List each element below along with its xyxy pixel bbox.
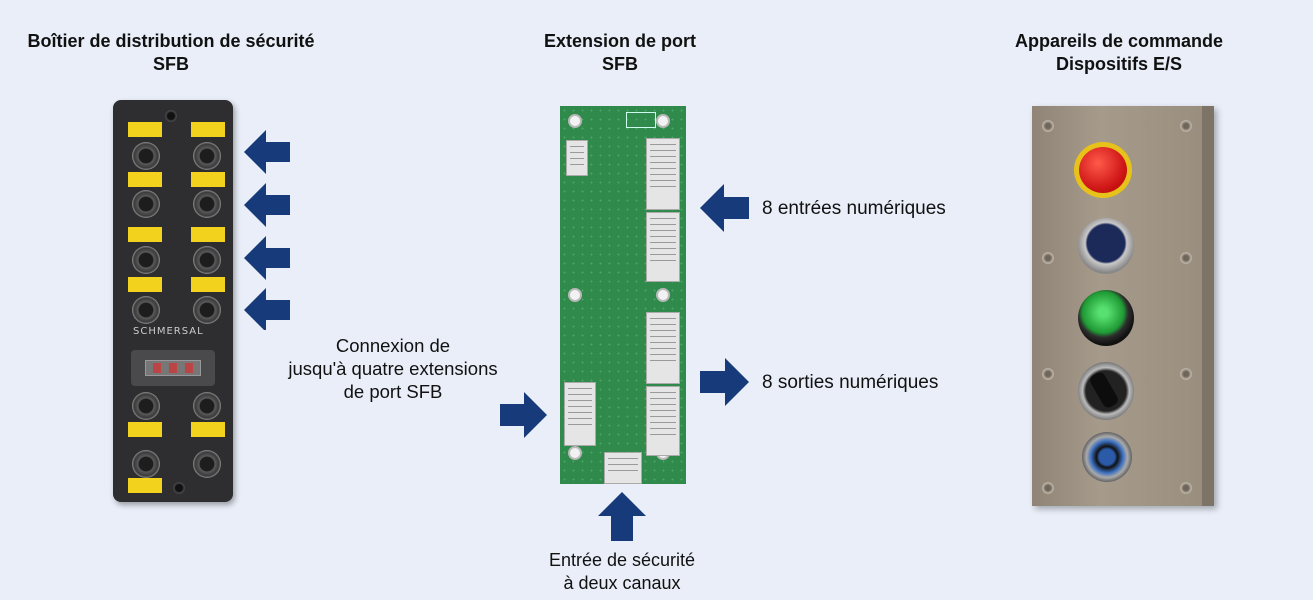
digital-inputs-label: 8 entrées numériques xyxy=(762,198,946,219)
arrow-right-icon xyxy=(700,358,749,406)
m12-connector-icon xyxy=(132,190,160,218)
safety-input-caption: Entrée de sécurité à deux canaux xyxy=(512,549,732,595)
green-indicator-light-icon xyxy=(1078,290,1134,346)
arrow-left-icon xyxy=(244,183,290,227)
connection-caption-line3: de port SFB xyxy=(343,381,443,402)
m12-connector-icon xyxy=(193,392,221,420)
safety-input-arrow xyxy=(598,492,646,541)
control-device-box-image xyxy=(1032,106,1214,506)
mounting-hole xyxy=(568,114,582,128)
yellow-label xyxy=(191,227,225,242)
sfb-box-title-line2: SFB xyxy=(153,54,189,74)
sfb-box-title: Boîtier de distribution de sécurité SFB xyxy=(0,30,342,76)
screw-icon xyxy=(1180,252,1192,264)
digital-outputs-arrow xyxy=(700,358,749,406)
arrow-left-icon xyxy=(244,288,290,330)
sfb-input-arrows xyxy=(244,130,290,330)
port-extension-pcb-image xyxy=(560,106,686,484)
sfb-distribution-box-image: SCHMERSAL xyxy=(113,100,233,502)
mounting-hole xyxy=(568,446,582,460)
connection-caption: Connexion de jusqu'à quatre extensions d… xyxy=(262,334,524,403)
control-devices-title-line2: Dispositifs E/S xyxy=(1055,54,1183,74)
yellow-label xyxy=(191,277,225,292)
sfb-box-title-line1: Boîtier de distribution de sécurité xyxy=(27,31,315,51)
m12-connector-icon xyxy=(193,142,221,170)
port-extension-title: Extension de port SFB xyxy=(500,30,740,76)
screw-icon xyxy=(1042,368,1054,380)
yellow-label xyxy=(191,122,225,137)
yellow-label xyxy=(128,277,162,292)
safety-input-caption-line1: Entrée de sécurité xyxy=(548,550,696,570)
arrow-right-icon xyxy=(500,392,547,438)
illuminated-pushbutton-icon xyxy=(1082,432,1132,482)
port-extension-title-line2: SFB xyxy=(602,54,638,74)
digital-inputs-arrow xyxy=(700,184,749,232)
brand-label: SCHMERSAL xyxy=(133,326,204,337)
m12-connector-icon xyxy=(132,142,160,170)
m12-connector-icon xyxy=(193,246,221,274)
control-devices-title-line1: Appareils de commande xyxy=(1014,31,1224,51)
m12-connector-icon xyxy=(193,296,221,324)
yellow-label xyxy=(128,227,162,242)
arrow-left-icon xyxy=(244,236,290,280)
mounting-hole xyxy=(568,288,582,302)
arrow-left-icon xyxy=(244,130,290,174)
top-screw-icon xyxy=(165,110,177,122)
terminal-block xyxy=(564,382,596,446)
bottom-screw-icon xyxy=(173,482,185,494)
safety-terminal-block xyxy=(604,452,642,484)
safety-input-caption-line2: à deux canaux xyxy=(563,573,681,593)
digital-outputs-label: 8 sorties numériques xyxy=(762,372,939,393)
screw-icon xyxy=(1042,482,1054,494)
terminal-block xyxy=(646,312,680,384)
screw-icon xyxy=(1180,368,1192,380)
screw-icon xyxy=(1180,120,1192,132)
port-connector-panel xyxy=(131,350,215,386)
arrow-up-icon xyxy=(598,492,646,541)
yellow-label xyxy=(128,172,162,187)
selector-switch-icon xyxy=(1078,362,1134,420)
terminal-block xyxy=(566,140,588,176)
chip-outline xyxy=(626,112,656,128)
connection-caption-line2: jusqu'à quatre extensions xyxy=(288,358,498,379)
connection-caption-line1: Connexion de xyxy=(335,335,451,356)
screw-icon xyxy=(1042,120,1054,132)
screw-icon xyxy=(1042,252,1054,264)
emergency-stop-button-icon xyxy=(1074,142,1132,198)
m12-connector-icon xyxy=(193,450,221,478)
m12-connector-icon xyxy=(132,246,160,274)
yellow-label xyxy=(191,172,225,187)
blue-pushbutton-icon xyxy=(1078,218,1134,274)
mounting-hole xyxy=(656,288,670,302)
terminal-block xyxy=(646,386,680,456)
connection-arrow xyxy=(500,392,547,438)
m12-connector-icon xyxy=(132,392,160,420)
yellow-label xyxy=(191,422,225,437)
m12-connector-icon xyxy=(132,450,160,478)
terminal-block xyxy=(646,138,680,210)
yellow-label xyxy=(128,478,162,493)
mounting-hole xyxy=(656,114,670,128)
yellow-label xyxy=(128,122,162,137)
arrow-left-icon xyxy=(700,184,749,232)
m12-connector-icon xyxy=(193,190,221,218)
control-devices-title: Appareils de commande Dispositifs E/S xyxy=(985,30,1253,76)
screw-icon xyxy=(1180,482,1192,494)
port-extension-title-line1: Extension de port xyxy=(543,31,696,51)
terminal-block xyxy=(646,212,680,282)
m12-connector-icon xyxy=(132,296,160,324)
yellow-label xyxy=(128,422,162,437)
